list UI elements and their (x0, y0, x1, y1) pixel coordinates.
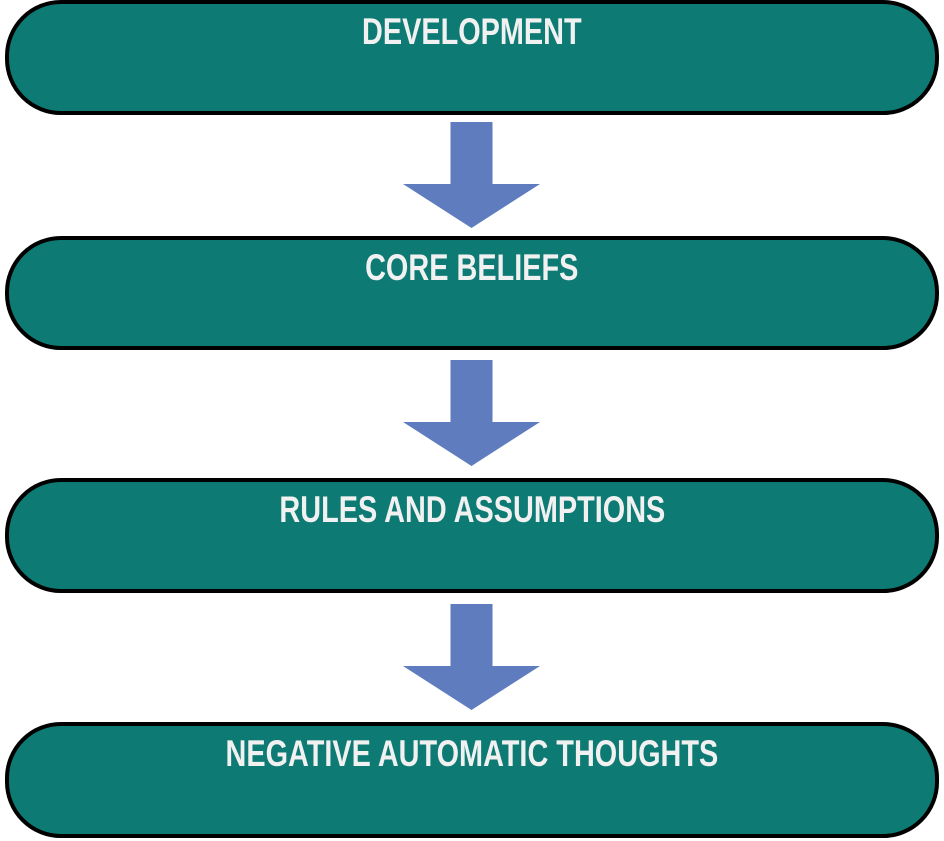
node-development: DEVELOPMENT (5, 0, 939, 115)
node-core-beliefs-label: CORE BELIEFS (365, 247, 579, 288)
down-arrow-icon (403, 360, 540, 466)
node-rules-and-assumptions-label: RULES AND ASSUMPTIONS (279, 489, 665, 530)
node-rules-and-assumptions: RULES AND ASSUMPTIONS (5, 478, 939, 593)
node-negative-automatic-thoughts-label: NEGATIVE AUTOMATIC THOUGHTS (225, 733, 719, 774)
down-arrow-icon (403, 604, 540, 710)
node-development-label: DEVELOPMENT (362, 11, 582, 52)
node-core-beliefs: CORE BELIEFS (5, 236, 939, 350)
down-arrow-icon (403, 122, 540, 228)
node-negative-automatic-thoughts: NEGATIVE AUTOMATIC THOUGHTS (5, 722, 939, 838)
